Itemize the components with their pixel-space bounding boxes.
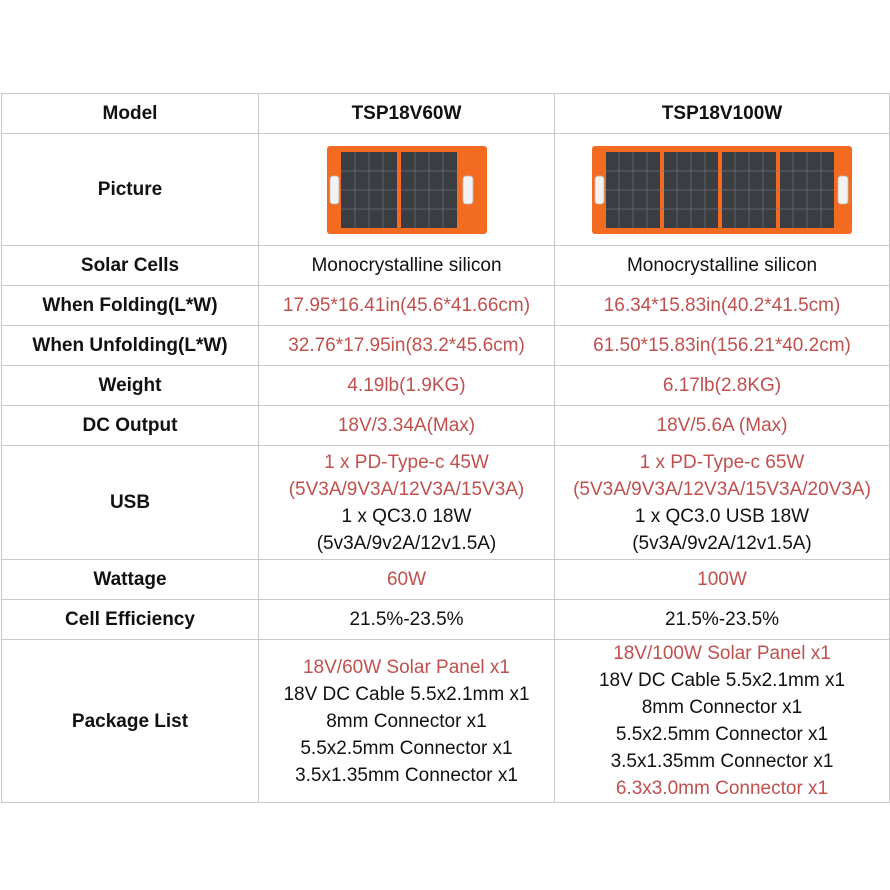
package-item: 5.5x2.5mm Connector x1 xyxy=(615,724,829,745)
package-value-60w: 18V/60W Solar Panel x1 18V DC Cable 5.5x… xyxy=(258,639,555,803)
header-row: Model TSP18V60W TSP18V100W xyxy=(1,93,890,134)
folding-row: When Folding(L*W) 17.95*16.41in(45.6*41.… xyxy=(1,285,890,326)
row-label-usb: USB xyxy=(1,445,259,560)
dc-output-value-100w: 18V/5.6A (Max) xyxy=(554,405,890,446)
wattage-value-100w: 100W xyxy=(554,559,890,600)
picture-cell-60w xyxy=(258,133,555,246)
package-item: 18V DC Cable 5.5x2.1mm x1 xyxy=(598,670,846,691)
package-item: 5.5x2.5mm Connector x1 xyxy=(300,737,513,759)
row-label-dc-output: DC Output xyxy=(1,405,259,446)
solar-cells-value-100w: Monocrystalline silicon xyxy=(554,245,890,286)
usb-line: 1 x QC3.0 USB 18W xyxy=(634,505,810,527)
solar-cells-row: Solar Cells Monocrystalline silicon Mono… xyxy=(1,245,890,286)
picture-row: Picture xyxy=(1,133,890,246)
row-label-efficiency: Cell Efficiency xyxy=(1,599,259,640)
unfolding-value-60w: 32.76*17.95in(83.2*45.6cm) xyxy=(258,325,555,366)
row-label-solar-cells: Solar Cells xyxy=(1,245,259,286)
solar-cells-value-60w: Monocrystalline silicon xyxy=(258,245,555,286)
usb-line: 1 x PD-Type-c 65W xyxy=(639,451,805,473)
package-item: 6.3x3.0mm Connector x1 xyxy=(615,778,829,799)
package-value-100w: 18V/100W Solar Panel x1 18V DC Cable 5.5… xyxy=(554,639,890,803)
package-item: 3.5x1.35mm Connector x1 xyxy=(295,764,518,786)
weight-value-60w: 4.19lb(1.9KG) xyxy=(258,365,555,406)
row-label-folding: When Folding(L*W) xyxy=(1,285,259,326)
row-label-weight: Weight xyxy=(1,365,259,406)
efficiency-row: Cell Efficiency 21.5%-23.5% 21.5%-23.5% xyxy=(1,599,890,640)
usb-line: 1 x QC3.0 18W xyxy=(341,505,472,527)
package-item: 18V/100W Solar Panel x1 xyxy=(613,643,831,664)
spec-table: Model TSP18V60W TSP18V100W Picture xyxy=(1,93,890,803)
package-item: 8mm Connector x1 xyxy=(326,710,487,732)
usb-row: USB 1 x PD-Type-c 45W (5V3A/9V3A/12V3A/1… xyxy=(1,445,890,560)
package-item: 18V DC Cable 5.5x2.1mm x1 xyxy=(283,683,530,705)
package-row: Package List 18V/60W Solar Panel x1 18V … xyxy=(1,639,890,803)
row-label-package: Package List xyxy=(1,639,259,803)
efficiency-value-100w: 21.5%-23.5% xyxy=(554,599,890,640)
folding-value-100w: 16.34*15.83in(40.2*41.5cm) xyxy=(554,285,890,326)
package-item: 3.5x1.35mm Connector x1 xyxy=(610,751,834,772)
model-name-100w: TSP18V100W xyxy=(554,93,890,134)
solar-panel-icon xyxy=(592,145,852,234)
usb-line: (5V3A/9V3A/12V3A/15V3A) xyxy=(288,478,525,500)
usb-line: (5v3A/9v2A/12v1.5A) xyxy=(316,532,497,554)
header-label: Model xyxy=(1,93,259,134)
row-label-picture: Picture xyxy=(1,133,259,246)
package-item: 8mm Connector x1 xyxy=(641,697,803,718)
usb-line: 1 x PD-Type-c 45W xyxy=(324,451,489,473)
wattage-value-60w: 60W xyxy=(258,559,555,600)
weight-row: Weight 4.19lb(1.9KG) 6.17lb(2.8KG) xyxy=(1,365,890,406)
efficiency-value-60w: 21.5%-23.5% xyxy=(258,599,555,640)
solar-panel-icon xyxy=(326,145,487,234)
weight-value-100w: 6.17lb(2.8KG) xyxy=(554,365,890,406)
usb-line: (5V3A/9V3A/12V3A/15V3A/20V3A) xyxy=(573,478,871,500)
dc-output-value-60w: 18V/3.34A(Max) xyxy=(258,405,555,446)
unfolding-row: When Unfolding(L*W) 32.76*17.95in(83.2*4… xyxy=(1,325,890,366)
row-label-wattage: Wattage xyxy=(1,559,259,600)
usb-value-60w: 1 x PD-Type-c 45W (5V3A/9V3A/12V3A/15V3A… xyxy=(258,445,555,560)
row-label-unfolding: When Unfolding(L*W) xyxy=(1,325,259,366)
folding-value-60w: 17.95*16.41in(45.6*41.66cm) xyxy=(258,285,555,326)
model-name-60w: TSP18V60W xyxy=(258,93,555,134)
usb-line: (5v3A/9v2A/12v1.5A) xyxy=(632,532,812,554)
unfolding-value-100w: 61.50*15.83in(156.21*40.2cm) xyxy=(554,325,890,366)
wattage-row: Wattage 60W 100W xyxy=(1,559,890,600)
package-item: 18V/60W Solar Panel x1 xyxy=(302,656,510,678)
usb-value-100w: 1 x PD-Type-c 65W (5V3A/9V3A/12V3A/15V3A… xyxy=(554,445,890,560)
dc-output-row: DC Output 18V/3.34A(Max) 18V/5.6A (Max) xyxy=(1,405,890,446)
picture-cell-100w xyxy=(554,133,890,246)
